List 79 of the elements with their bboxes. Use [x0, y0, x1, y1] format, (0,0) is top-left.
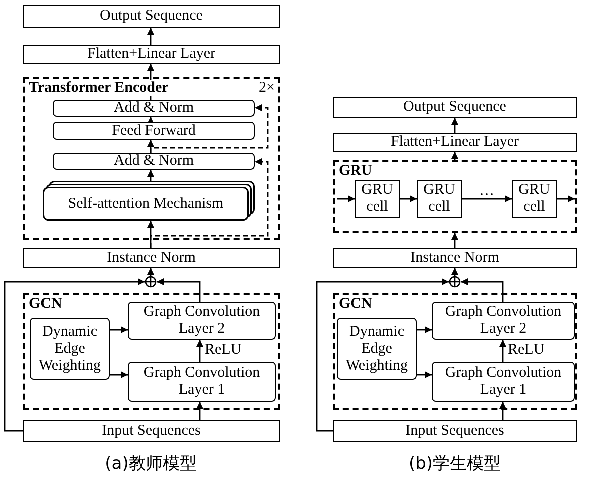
box-label: Self-attention Mechanism — [67, 194, 225, 214]
process-box — [30, 318, 110, 380]
module-group — [333, 160, 577, 233]
process-box — [53, 100, 255, 117]
box-label: Graph Convolution Layer 2 — [142, 304, 262, 338]
process-box — [23, 45, 280, 64]
process-box — [333, 420, 577, 442]
group-title: Transformer Encoder — [29, 80, 169, 96]
process-box — [128, 302, 276, 340]
process-box — [23, 420, 280, 442]
module-group — [23, 77, 280, 240]
box-label: Instance Norm — [410, 250, 500, 266]
box-label: GRU cell — [422, 182, 456, 216]
arrow — [148, 117, 154, 124]
arrow — [148, 170, 154, 181]
box-label: Graph Convolution Layer 2 — [444, 304, 563, 338]
box-label: Input Sequences — [102, 422, 201, 440]
process-box — [128, 362, 276, 402]
arrow — [417, 372, 432, 378]
skip-connection-arrow — [150, 158, 269, 248]
box-label: Input Sequences — [406, 422, 504, 440]
process-box — [432, 302, 575, 340]
box-label: Output Sequence — [404, 99, 506, 116]
arrow — [196, 402, 204, 420]
arrow — [337, 196, 355, 202]
edge-label: … — [478, 184, 496, 199]
arrow — [400, 196, 417, 202]
arrow — [557, 196, 575, 202]
process-box — [23, 248, 280, 268]
arrow — [500, 402, 506, 420]
process-box — [23, 5, 280, 28]
process-box — [355, 180, 400, 218]
arrow — [452, 118, 458, 133]
arrow — [452, 233, 458, 248]
arrow — [452, 152, 458, 160]
arrow — [417, 326, 432, 334]
process-box — [432, 362, 575, 402]
box-label: Graph Convolution Layer 1 — [142, 365, 262, 399]
arrow — [148, 28, 154, 45]
arrow — [461, 278, 504, 302]
box-label: Feed Forward — [112, 122, 196, 140]
sum-node — [145, 276, 157, 288]
module-group — [23, 293, 280, 410]
process-box — [333, 97, 577, 118]
process-box — [417, 180, 462, 218]
process-box — [337, 318, 417, 380]
arrow — [110, 326, 128, 334]
box-label: Dynamic Edge Weighting — [38, 324, 102, 374]
box-label: Add & Norm — [114, 153, 194, 170]
arrow — [462, 196, 512, 202]
box-label: Dynamic Edge Weighting — [344, 324, 410, 374]
process-box — [53, 153, 255, 170]
module-group — [333, 293, 577, 410]
arrow — [316, 278, 449, 432]
arrow — [110, 372, 128, 378]
box-label: Output Sequence — [100, 8, 203, 25]
arrow — [452, 268, 458, 276]
box-label: Graph Convolution Layer 1 — [444, 365, 563, 399]
box-label: Flatten+Linear Layer — [391, 134, 519, 151]
stacked-process-box — [43, 181, 255, 221]
caption: (a)教师模型 — [104, 453, 198, 475]
arrow — [4, 278, 145, 432]
box-label: Instance Norm — [107, 250, 196, 266]
process-box — [512, 180, 557, 218]
arrow — [157, 278, 201, 302]
sum-node — [449, 276, 461, 288]
process-box — [333, 133, 577, 152]
box-label: Add & Norm — [114, 100, 194, 117]
arrow — [148, 268, 154, 276]
repeat-count: 2× — [259, 80, 275, 97]
arrow — [196, 340, 204, 362]
arrow — [500, 340, 506, 362]
process-box — [53, 122, 255, 140]
box-label: GRU cell — [360, 182, 394, 216]
box-label: GRU cell — [518, 182, 552, 216]
caption: (b)学生模型 — [408, 453, 502, 475]
skip-connection-arrow — [150, 104, 269, 153]
box-label: Flatten+Linear Layer — [88, 46, 216, 63]
process-box — [333, 248, 577, 268]
